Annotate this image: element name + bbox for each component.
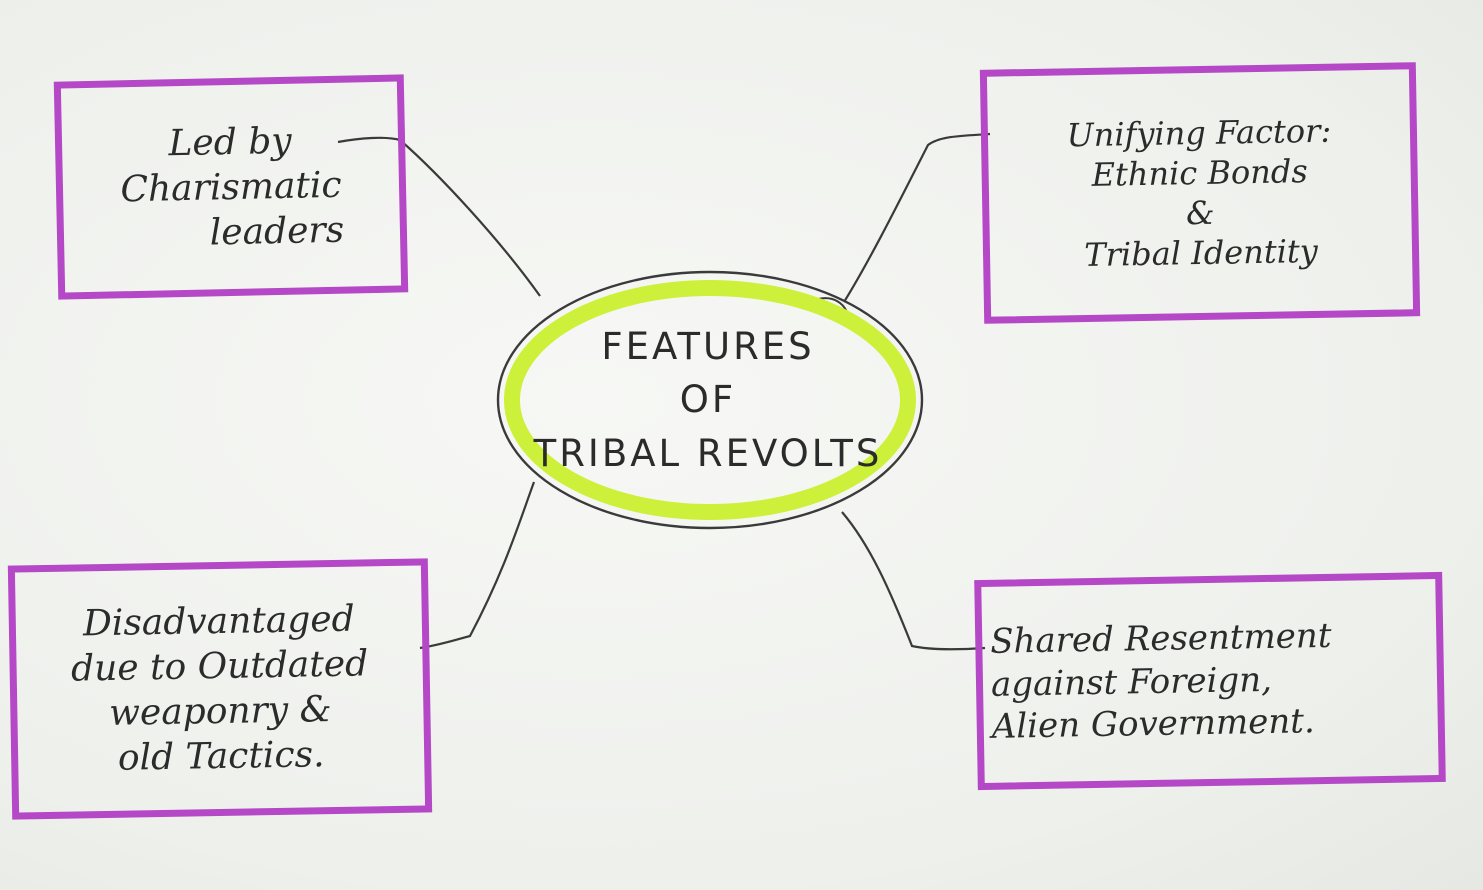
center-title-line-2: OF <box>679 378 737 422</box>
feature-box-leadership: Led by Charismatic leaders <box>53 74 409 300</box>
box-text-line: Alien Government. <box>991 701 1316 748</box>
feature-box-disadvantaged: Disadvantaged due to Outdated weaponry &… <box>7 558 433 820</box>
center-title-line-1: FEATURES <box>601 324 815 368</box>
box-text-line: Shared Resentment <box>989 616 1332 663</box>
center-title-line-3: TRIBAL REVOLTS <box>533 431 883 475</box>
box-text-line: Disadvantaged <box>82 598 355 645</box>
box-text-line: weaponry & <box>108 689 332 734</box>
connector-top-left <box>337 136 541 297</box>
connector-bottom-left <box>419 481 536 650</box>
center-ellipse-outline <box>496 270 924 530</box>
box-text-line: Ethnic Bonds <box>1091 152 1308 194</box>
feature-box-shared-resentment: Shared Resentment against Foreign, Alien… <box>974 571 1446 791</box>
box-text-line: Led by <box>168 120 293 164</box>
box-text-line: due to Outdated <box>70 643 369 690</box>
box-text-line: against Foreign, <box>990 659 1273 705</box>
center-highlight-ring <box>504 280 916 520</box>
box-text-line: leaders <box>209 209 345 253</box>
feature-box-unifying-factor: Unifying Factor: Ethnic Bonds & Tribal I… <box>979 62 1421 324</box>
connector-top-right <box>843 132 991 303</box>
box-text-line: Charismatic <box>120 164 342 210</box>
box-text-line: old Tactics. <box>117 734 325 779</box>
box-text-line: Unifying Factor: <box>1066 111 1332 155</box>
box-text-line: & <box>1185 193 1215 233</box>
center-topic: FEATURES OF TRIBAL REVOLTS <box>508 300 908 500</box>
box-text-line: Tribal Identity <box>1083 231 1319 275</box>
connector-bottom-right <box>841 511 986 651</box>
